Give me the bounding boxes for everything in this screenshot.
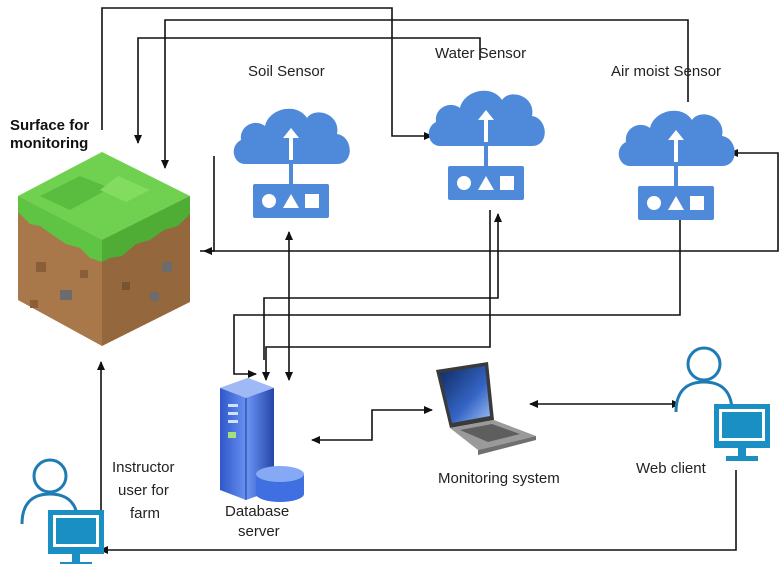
- arrow-db-to-water: [263, 213, 502, 360]
- surface-label-line2: monitoring: [10, 135, 88, 152]
- database-label-line1: Database: [225, 503, 289, 520]
- grass-block-icon: [18, 152, 190, 346]
- soil-sensor-icon: [231, 106, 352, 220]
- instructor-monitor-icon: [48, 510, 104, 564]
- database-server-icon: [220, 378, 304, 502]
- instructor-label-line2: user for: [118, 482, 169, 499]
- laptop-icon: [436, 362, 536, 455]
- water-sensor-icon: [426, 88, 547, 202]
- instructor-label-line3: farm: [130, 505, 160, 522]
- instructor-label-line1: Instructor: [112, 459, 175, 476]
- arrow-loop-to-air-sensor: [200, 149, 779, 252]
- arrow-air-to-cube-top: [161, 19, 689, 169]
- air-sensor-label: Air moist Sensor: [611, 63, 721, 80]
- arrow-db-monitoring: [311, 406, 433, 444]
- web-client-label: Web client: [636, 460, 707, 477]
- arrow-cube-to-water-sensor: [101, 7, 433, 140]
- arrow-webclient-to-instructor: [99, 470, 737, 554]
- soil-sensor-label: Soil Sensor: [248, 63, 325, 80]
- web-client-monitor-icon: [714, 404, 770, 461]
- arrow-top-to-cube: [134, 37, 481, 144]
- database-label-line2: server: [238, 523, 280, 540]
- arrow-sensors-to-cube: [203, 156, 215, 255]
- water-sensor-label: Water Sensor: [435, 45, 526, 62]
- air-moist-sensor-icon: [616, 108, 737, 222]
- arrow-water-to-db: [262, 210, 491, 381]
- surface-label-line1: Surface for: [10, 117, 89, 134]
- monitoring-system-label: Monitoring system: [438, 470, 560, 487]
- arrow-air-to-db: [233, 218, 681, 378]
- web-client-user-icon: [674, 346, 734, 414]
